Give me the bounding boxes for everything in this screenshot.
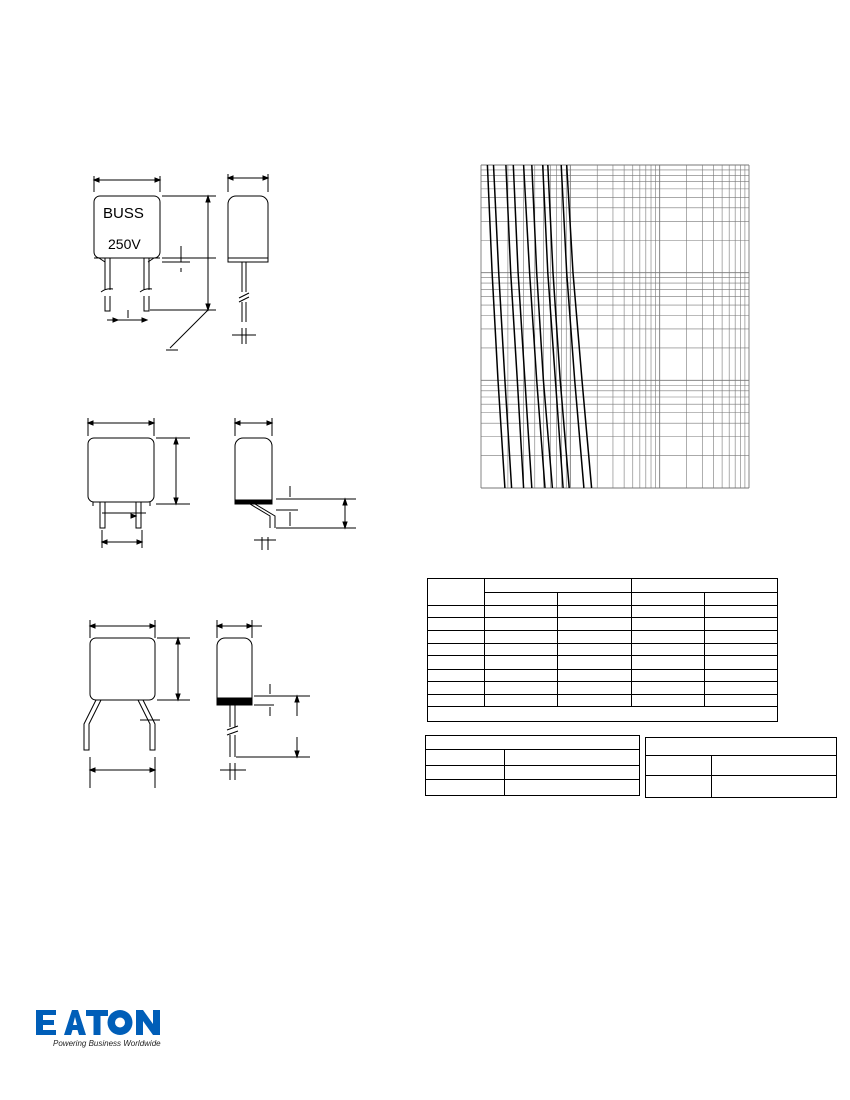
table-row: [425, 779, 640, 796]
time-current-chart: [480, 164, 750, 489]
tcc-curve-7: [541, 164, 564, 489]
tcc-curve-10: [565, 164, 593, 489]
small-table-right: [645, 736, 837, 799]
body-marking-voltage: 250V: [108, 236, 141, 252]
table-subheader-cell: [703, 592, 779, 607]
table-row: [427, 630, 779, 645]
table-row: [645, 774, 837, 799]
main-spec-table: [427, 577, 779, 723]
table-header-cell: [645, 736, 837, 757]
tcc-curve-1: [486, 164, 506, 489]
table-row: [427, 643, 779, 657]
fuse-drawing-1: BUSS 250V: [92, 174, 270, 351]
chart-curves: [486, 164, 593, 489]
table-row: [425, 764, 640, 781]
tcc-curve-4: [512, 164, 533, 489]
table-subheader-cell: [557, 592, 632, 607]
tcc-curve-2: [492, 164, 513, 489]
table-header-group-1: [484, 577, 632, 594]
body-marking-buss: BUSS: [103, 205, 144, 222]
table-row: [645, 755, 837, 776]
table-row: [427, 617, 779, 632]
table-footer-row: [427, 705, 778, 723]
table-subheader-cell: [630, 592, 705, 607]
fuse-drawing-3: [83, 620, 310, 788]
table-row: [425, 749, 640, 766]
table-row: [427, 605, 779, 619]
eaton-logo: [36, 1010, 160, 1035]
tcc-curve-5: [522, 164, 546, 489]
table-header-group-2: [630, 577, 778, 594]
small-table-left: [425, 734, 640, 796]
table-header-cell: [427, 577, 485, 607]
table-row: [427, 655, 779, 670]
tcc-curve-3: [505, 164, 525, 489]
table-row: [427, 680, 779, 695]
eaton-tagline: Powering Business Worldwide: [53, 1039, 161, 1048]
table-row: [427, 693, 779, 707]
table-subheader-cell: [483, 592, 559, 607]
tcc-curve-6: [531, 164, 554, 489]
tcc-curve-9: [560, 164, 585, 489]
tcc-curve-8: [547, 164, 570, 489]
table-row: [427, 668, 779, 682]
table-header-cell: [425, 734, 640, 751]
fuse-drawing-2: [86, 418, 356, 550]
